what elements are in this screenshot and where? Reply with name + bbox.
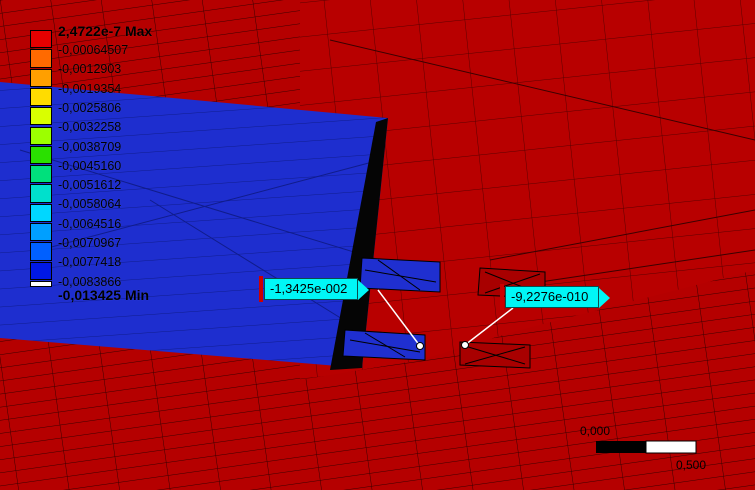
probe-leader-2 (464, 307, 514, 346)
legend-level-label: -0,0038709 (58, 139, 122, 154)
bolt-right-lower (459, 341, 531, 369)
legend-color-12 (30, 261, 52, 280)
legend-level-label: -0,0058064 (58, 197, 122, 212)
legend-color-2 (30, 68, 52, 87)
legend-color-7 (30, 165, 52, 184)
legend-color-6 (30, 145, 52, 165)
probe-point-2 (461, 341, 469, 349)
legend-max-label: 2,4722e-7 Max (58, 23, 153, 39)
legend-min-label: -0,013425 Min (58, 287, 150, 303)
bolt-lower (342, 329, 426, 361)
legend-color-0 (30, 30, 52, 49)
legend-level-label: -0,0045160 (58, 158, 122, 173)
probe-value-2: -9,2276e-010 (511, 289, 589, 304)
legend-level-label: -0,0019354 (58, 81, 122, 96)
probe-label-2[interactable]: -9,2276e-010 (505, 286, 611, 308)
legend-level-label: -0,0051612 (58, 178, 122, 193)
legend-color-8 (30, 184, 52, 203)
legend-color-13 (30, 280, 52, 287)
legend-level-label: -0,0070967 (58, 236, 122, 250)
legend-level-label: -0,0077418 (58, 255, 122, 270)
mesh-plate-blue-edge (330, 118, 388, 370)
scale-start-label: 0,000 (580, 424, 611, 438)
probe-value-1: -1,3425e-002 (270, 281, 348, 296)
legend-level-label: -0,0025806 (58, 100, 122, 115)
legend-color-9 (30, 203, 52, 222)
legend-level-label: -0,00064507 (58, 43, 129, 57)
scale-end-label: 0,500 (676, 458, 707, 472)
legend-level-label: -0,0064516 (58, 216, 122, 231)
scale-bar (596, 440, 697, 454)
probe-flag-2 (500, 284, 504, 310)
legend-level-label: -0,0083866 (58, 274, 122, 289)
legend-color-1 (30, 49, 52, 68)
legend-level-label: -0,0032258 (58, 120, 122, 135)
probe-point-1 (416, 342, 424, 350)
legend-color-11 (30, 242, 52, 261)
probe-flag-1 (259, 276, 263, 302)
legend-color-4 (30, 107, 52, 126)
legend-level-label: -0,0012903 (58, 62, 122, 77)
bolt-upper (359, 257, 441, 293)
probe-leader-1 (377, 289, 421, 347)
legend-color-5 (30, 126, 52, 145)
legend-color-3 (30, 87, 52, 107)
probe-label-1[interactable]: -1,3425e-002 (264, 278, 370, 300)
legend-color-10 (30, 223, 52, 242)
